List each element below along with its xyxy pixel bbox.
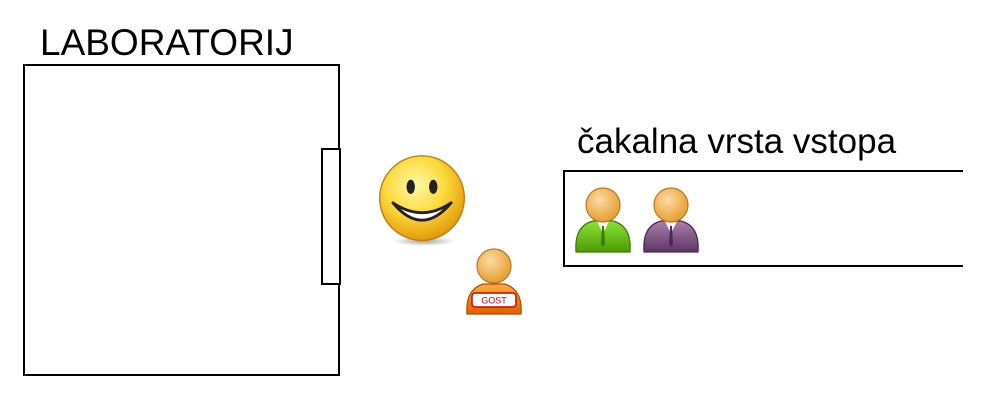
person-icon bbox=[575, 187, 631, 253]
guest-person-icon: GOST bbox=[466, 248, 522, 315]
lab-title: LABORATORIJ bbox=[40, 22, 294, 63]
lab-door bbox=[321, 148, 341, 285]
smiley-icon bbox=[378, 155, 466, 247]
lab-room bbox=[23, 64, 340, 376]
guest-badge-text: GOST bbox=[481, 296, 507, 306]
queue-title: čakalna vrsta vstopa bbox=[577, 122, 897, 161]
person-icon bbox=[643, 187, 699, 253]
